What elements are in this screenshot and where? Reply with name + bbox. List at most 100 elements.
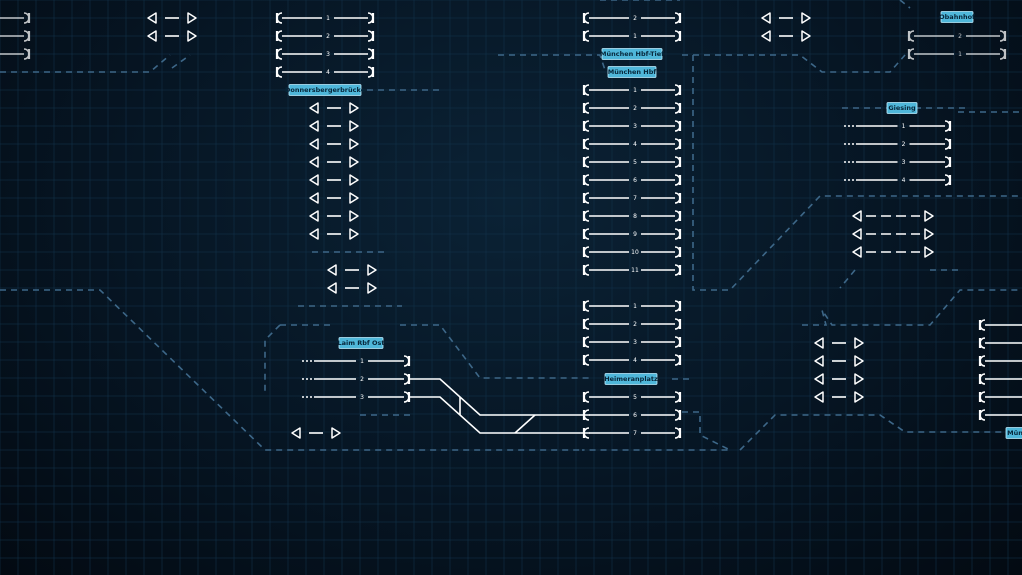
signal-right-icon [924,246,934,258]
platform-number: 5 [633,394,637,401]
signal-pair-icon[interactable] [327,264,377,276]
signal-left-icon [814,337,824,349]
platform-number: 1 [633,87,637,94]
signal-pair-icon[interactable] [309,138,359,150]
platform-track[interactable]: 6 [582,409,682,421]
platform-track[interactable]: 1 [275,12,375,24]
platform-track[interactable]: 2 [907,30,1007,42]
station-label-ostbahnhof[interactable]: Obahnhof [939,11,975,23]
signal-right-icon [349,210,359,222]
platform-track[interactable]: 2 [582,318,682,330]
platform-track[interactable]: 3 [844,156,952,168]
station-label-donnersbergerbruecke[interactable]: Donnersbergerbrücke [285,84,366,96]
platform-track[interactable]: 7 [582,192,682,204]
platform-track[interactable]: 2 [275,30,375,42]
signal-right-icon [854,373,864,385]
platform-track[interactable]: 6 [582,174,682,186]
signal-left-icon [814,391,824,403]
station-label-muenchen-partial[interactable]: Mün [1005,427,1022,439]
signal-pair-icon[interactable] [309,174,359,186]
svg-text:Obahnhof: Obahnhof [939,13,975,21]
signal-pair-icon[interactable] [761,12,811,24]
signal-right-icon [349,174,359,186]
signal-pair-icon[interactable] [852,246,934,258]
signal-pair-icon[interactable] [852,210,934,222]
signal-left-icon [814,373,824,385]
platform-number: 2 [633,321,637,328]
platform-track[interactable]: 10 [582,246,682,258]
platform-track[interactable]: 5 [582,391,682,403]
platform-track[interactable] [0,12,31,24]
platform-track[interactable]: 1 [302,355,411,367]
station-label-giesing[interactable]: Giesing [886,102,918,114]
signal-pair-icon[interactable] [814,355,864,367]
signal-pair-icon[interactable] [814,373,864,385]
platform-track[interactable]: 1 [844,120,952,132]
station-label-laim-rbf-ost[interactable]: Laim Rbf Ost [337,337,385,349]
platform-track[interactable] [0,48,31,60]
signal-left-icon [761,12,771,24]
signal-pair-icon[interactable] [761,30,811,42]
platform-number: 4 [326,69,330,76]
platform-track[interactable]: 4 [582,138,682,150]
station-label-muenchen-hbf[interactable]: München Hbf [607,66,657,78]
platform-track[interactable]: 2 [582,12,682,24]
platform-track[interactable]: 8 [582,210,682,222]
platform-track[interactable]: 3 [582,120,682,132]
signal-right-icon [331,427,341,439]
signal-right-icon [349,192,359,204]
signal-right-icon [367,264,377,276]
station-label-heimeranplatz[interactable]: Heimeranplatz [604,373,658,385]
platform-track[interactable]: 4 [844,174,952,186]
platform-track[interactable]: 2 [844,138,952,150]
signal-right-icon [854,391,864,403]
platform-number: 11 [631,267,639,274]
signal-pair-icon[interactable] [814,337,864,349]
platform-track[interactable]: 1 [582,30,682,42]
platform-track[interactable]: 7 [582,427,682,439]
signal-left-icon [291,427,301,439]
platform-track[interactable]: 1 [582,300,682,312]
platform-number: 4 [633,141,637,148]
platform-track[interactable]: 2 [302,373,411,385]
platform-track[interactable] [978,337,1022,349]
signal-pair-icon[interactable] [147,12,197,24]
platform-number: 3 [326,51,330,58]
platform-number: 1 [902,123,906,130]
platform-track[interactable] [978,409,1022,421]
platform-track[interactable] [978,373,1022,385]
signal-pair-icon[interactable] [309,120,359,132]
platform-number: 2 [902,141,906,148]
platform-number: 4 [633,357,637,364]
platform-track[interactable]: 11 [582,264,682,276]
svg-text:Laim Rbf Ost: Laim Rbf Ost [337,339,384,347]
platform-track[interactable] [978,355,1022,367]
signal-right-icon [801,12,811,24]
platform-track[interactable] [978,319,1022,331]
signal-pair-icon[interactable] [309,228,359,240]
platform-track[interactable]: 3 [275,48,375,60]
signal-left-icon [761,30,771,42]
signal-pair-icon[interactable] [852,228,934,240]
platform-track[interactable] [978,391,1022,403]
platform-track[interactable]: 2 [582,102,682,114]
signal-pair-icon[interactable] [814,391,864,403]
platform-track[interactable]: 3 [302,391,411,403]
signal-left-icon [147,30,157,42]
signal-pair-icon[interactable] [309,102,359,114]
platform-track[interactable]: 4 [582,354,682,366]
signal-pair-icon[interactable] [147,30,197,42]
platform-track[interactable] [0,30,31,42]
platform-track[interactable]: 1 [907,48,1007,60]
signal-pair-icon[interactable] [291,427,341,439]
platform-track[interactable]: 9 [582,228,682,240]
signal-pair-icon[interactable] [309,192,359,204]
signal-pair-icon[interactable] [327,282,377,294]
platform-track[interactable]: 5 [582,156,682,168]
signal-pair-icon[interactable] [309,156,359,168]
platform-track[interactable]: 1 [582,84,682,96]
station-label-muenchen-hbf-tief[interactable]: München Hbf-Tief [600,48,664,60]
platform-track[interactable]: 4 [275,66,375,78]
signal-pair-icon[interactable] [309,210,359,222]
platform-track[interactable]: 3 [582,336,682,348]
